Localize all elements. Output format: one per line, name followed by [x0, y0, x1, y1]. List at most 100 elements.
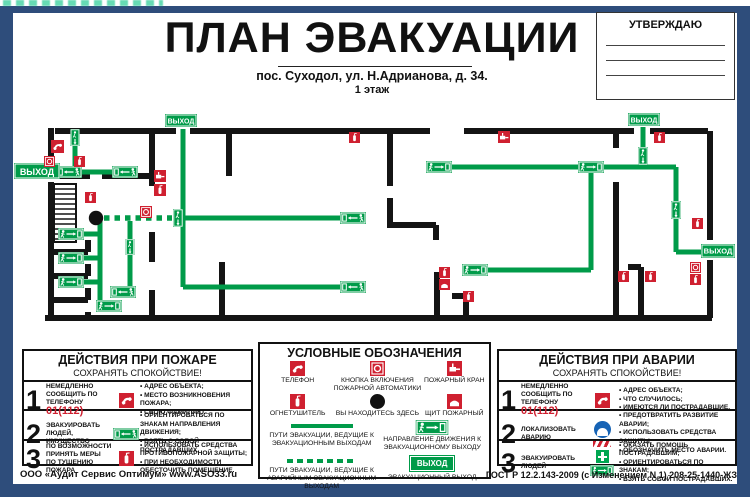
fire-hydrant-icon [498, 131, 510, 143]
floor-plan: ВЫХОД ВЫХОД ВЫХОД ВЫХОД [14, 113, 735, 321]
direction-sign-vertical [638, 147, 648, 165]
direction-sign [415, 420, 450, 436]
accident-panel-subtitle: СОХРАНЯТЬ СПОКОЙСТВИЕ! [499, 368, 735, 382]
step-number: 1 [26, 384, 42, 415]
step-bullets: АДРЕС ОБЪЕКТА; ЧТО СЛУЧИЛОСЬ; ИМЕЮТСЯ ЛИ… [619, 387, 733, 413]
direction-sign-vertical [125, 239, 135, 255]
accident-actions-panel: ДЕЙСТВИЯ ПРИ АВАРИИ СОХРАНЯТЬ СПОКОЙСТВИ… [497, 349, 737, 483]
direction-sign [58, 276, 84, 288]
direction-sign-vertical [70, 129, 80, 146]
direction-sign [58, 252, 84, 264]
exit-sign: ВЫХОД [628, 113, 660, 126]
step-number: 1 [501, 384, 517, 415]
fire-extinguisher-icon [690, 274, 701, 285]
direction-sign-vertical [173, 209, 183, 227]
helmet-icon [593, 420, 611, 438]
legend-item-hydrant: ПОЖАРНЫЙ КРАН [424, 361, 486, 393]
fire-extinguisher-icon [349, 132, 360, 143]
direction-sign [340, 212, 366, 224]
signature-line [606, 45, 725, 46]
fire-automatics-button-icon [140, 206, 152, 218]
fire-extinguisher-icon [85, 192, 96, 203]
address-line: пос. Суходол, ул. Н.Адрианова, д. 34. [256, 69, 488, 83]
phone-icon [51, 140, 64, 153]
fire-automatics-button-icon [369, 361, 385, 376]
gost-reference: ГОСТ Р 12.2.143-2009 (с Изменением N 1) … [485, 470, 737, 480]
legend-panel: УСЛОВНЫЕ ОБОЗНАЧЕНИЯ ТЕЛЕФОН КНОПКА ВКЛЮ… [258, 342, 491, 490]
address-rule [278, 66, 472, 67]
direction-sign-vertical [671, 201, 681, 219]
step-action: ЭВАКУИРОВАТЬ ЛЮДЕЙ, ИМУЩЕСТВО [46, 421, 100, 445]
fire-step-3: 3 ПО ВОЗМОЖНОСТИ ПРИНЯТЬ МЕРЫ ПО ТУШЕНИЮ… [24, 441, 251, 475]
fire-extinguisher-icon [290, 393, 306, 409]
emergency-number: 01(112) [46, 405, 84, 418]
clipped-watermark-text [3, 0, 163, 6]
signature-line [606, 75, 725, 76]
legend-item-extinguisher: ОГНЕТУШИТЕЛЬ [264, 393, 331, 418]
legend-item-solid-route: ПУТИ ЭВАКУАЦИИ, ВЕДУЩИЕ К ЭВАКУАЦИОННЫМ … [264, 418, 379, 452]
svg-text:ВЫХОД: ВЫХОД [631, 118, 658, 125]
step-action: НЕМЕДЛЕННО СООБЩИТЬ ПО ТЕЛЕФОНУ [46, 382, 98, 406]
approval-box: УТВЕРЖДАЮ [596, 12, 735, 100]
fire-extinguisher-icon [618, 271, 629, 282]
accident-step-1: 1 НЕМЕДЛЕННО СООБЩИТЬ ПО ТЕЛЕФОНУ 01(112… [499, 382, 735, 417]
fire-extinguisher-icon [463, 291, 474, 302]
svg-text:ВЫХОД: ВЫХОД [20, 167, 55, 177]
hazard-stripes-icon [593, 440, 611, 447]
signature-line [606, 60, 725, 61]
fire-hydrant-icon [154, 170, 166, 182]
step-action: ЛОКАЛИЗОВАТЬ АВАРИЮ [521, 425, 576, 441]
exit-sign: ВЫХОД [14, 163, 60, 179]
step-action: ЭВАКУИРОВАТЬ ЛЮДЕЙ [521, 455, 575, 471]
exit-sign: ВЫХОД [165, 114, 197, 127]
direction-sign [578, 161, 604, 173]
solid-route-line [290, 424, 353, 429]
direction-sign [96, 300, 122, 312]
direction-sign [462, 264, 488, 276]
direction-sign [58, 228, 84, 240]
exit-sign: ВЫХОД [408, 455, 456, 473]
step-bullets: ИСПОЛЬЗОВАТЬ СРЕДСТВА ПРОТИВОПОЖАРНОЙ ЗА… [140, 442, 249, 476]
fire-extinguisher-icon [692, 218, 703, 229]
legend-item-phone: ТЕЛЕФОН [264, 361, 331, 393]
you-are-here-dot [88, 210, 104, 226]
direction-sign [113, 427, 139, 440]
direction-sign [426, 161, 452, 173]
step-bullets: ОКАЗАТЬ ПОМОЩЬ ПОСТРАДАВШИМ; ОРИЕНТИРОВА… [619, 442, 733, 485]
legend-item-direction: НАПРАВЛЕНИЕ ДВИЖЕНИЯ К ЭВАКУАЦИОННОМУ ВЫ… [379, 418, 485, 452]
legend-title: УСЛОВНЫЕ ОБОЗНАЧЕНИЯ [287, 346, 462, 360]
svg-text:ВЫХОД: ВЫХОД [704, 247, 733, 256]
company-credit: ООО «Аудит Сервис Оптимум» www.ASO33.ru [20, 469, 238, 480]
svg-text:ВЫХОД: ВЫХОД [168, 119, 195, 126]
direction-sign [340, 281, 366, 293]
fire-actions-panel: ДЕЙСТВИЯ ПРИ ПОЖАРЕ СОХРАНЯТЬ СПОКОЙСТВИ… [22, 349, 253, 474]
phone-icon [594, 392, 610, 408]
fire-extinguisher-icon [74, 156, 85, 167]
accident-panel-title: ДЕЙСТВИЯ ПРИ АВАРИИ [539, 353, 695, 367]
fire-step-1: 1 НЕМЕДЛЕННО СООБЩИТЬ ПО ТЕЛЕФОНУ 01(112… [24, 382, 251, 417]
legend-item-you-are-here: ВЫ НАХОДИТЕСЬ ЗДЕСЬ [331, 393, 423, 418]
fire-extinguisher-icon [118, 451, 134, 467]
legend-item-dashed-route: ПУТИ ЭВАКУАЦИИ, ВЕДУЩИЕ К АВАРИЙНЫМ ЭВАК… [264, 453, 379, 490]
page-title: ПЛАН ЭВАКУАЦИИ [164, 14, 580, 62]
fire-hydrant-icon [446, 361, 462, 376]
fire-panel-subtitle: СОХРАНЯТЬ СПОКОЙСТВИЕ! [24, 368, 251, 382]
direction-sign [112, 166, 138, 178]
phone-icon [290, 361, 306, 376]
legend-item-button: КНОПКА ВКЛЮЧЕНИЯ ПОЖАРНОЙ АВТОМАТИКИ [331, 361, 423, 393]
fire-extinguisher-icon [439, 267, 450, 278]
emergency-number: 01(112) [521, 405, 559, 418]
legend-item-shield: ЩИТ ПОЖАРНЫЙ [424, 393, 486, 418]
exit-sign: ВЫХОД [701, 244, 735, 258]
fire-panel-title: ДЕЙСТВИЯ ПРИ ПОЖАРЕ [58, 353, 217, 367]
fire-automatics-button-icon [690, 262, 701, 273]
step-number: 2 [26, 418, 42, 449]
floor-line: 1 этаж [354, 84, 390, 96]
step-number: 2 [501, 418, 517, 449]
step-number: 3 [501, 448, 517, 478]
phone-icon [118, 392, 134, 408]
fire-extinguisher-icon [645, 271, 656, 282]
plan-walls [45, 128, 713, 321]
approval-label: УТВЕРЖДАЮ [628, 19, 703, 31]
